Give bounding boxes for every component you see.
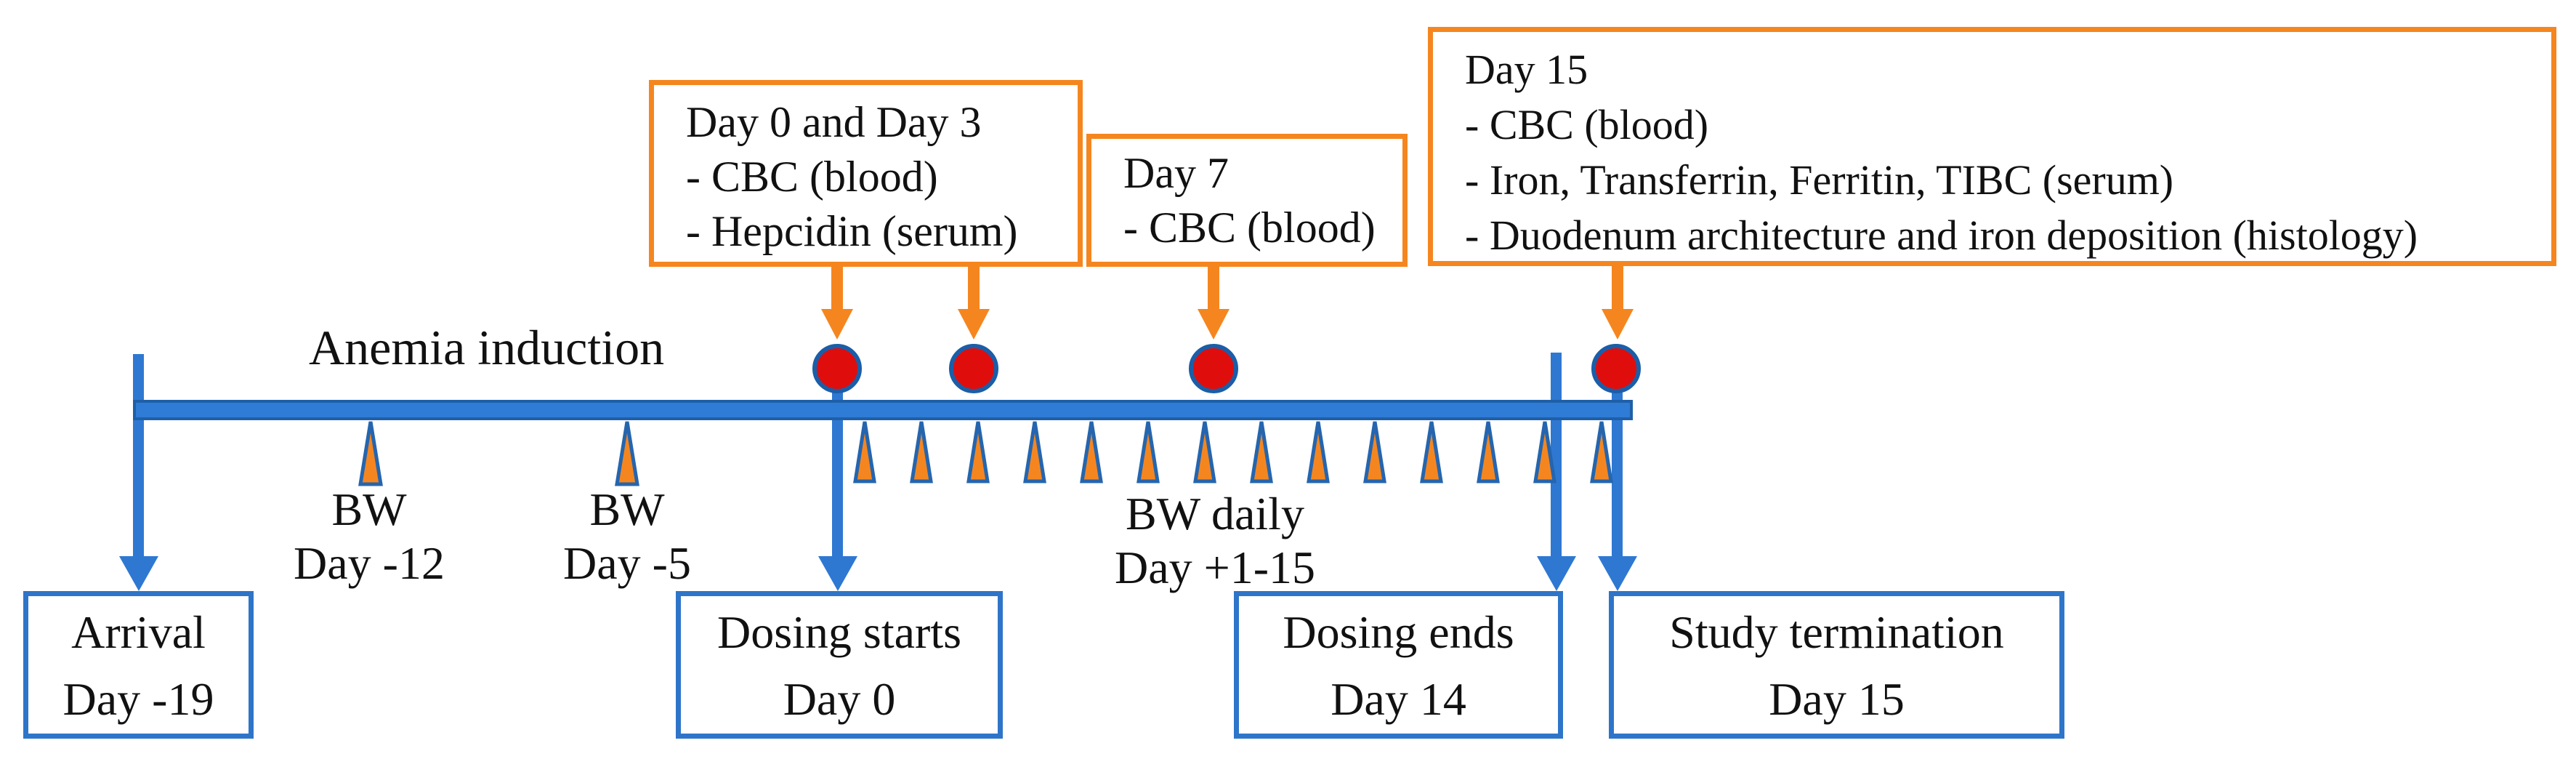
- sample-point-day15: [1591, 344, 1641, 393]
- bw-tick-daily-icon: [1363, 421, 1386, 483]
- bw-tick-daily-icon: [966, 421, 990, 483]
- sample-arrow-day15-icon: [1612, 264, 1623, 309]
- milestone-title: Study termination: [1669, 606, 2004, 658]
- bw-tick-daily-icon: [1420, 421, 1443, 483]
- bw-label-line: Day +1-15: [1114, 542, 1316, 593]
- bw-tick-daily-icon: [910, 421, 933, 483]
- callout-day7: Day 7 - CBC (blood): [1086, 134, 1408, 267]
- sample-arrowhead-day0-icon: [821, 309, 853, 340]
- arrival-arrow-line: [133, 354, 144, 558]
- dosing-starts-arrowhead-icon: [818, 556, 857, 591]
- bw-tick-daily-icon: [1023, 421, 1046, 483]
- bw-label-line: Day -12: [294, 537, 445, 589]
- arrival-arrowhead-icon: [119, 556, 158, 591]
- study-termination-arrowhead-icon: [1598, 556, 1637, 591]
- study-termination-arrow-line: [1612, 393, 1623, 558]
- sample-arrowhead-day7-icon: [1198, 309, 1230, 340]
- callout-day15-item: - Duodenum architecture and iron deposit…: [1465, 212, 2418, 259]
- bw-tick-daily-icon: [1080, 421, 1103, 483]
- milestone-title: Arrival: [71, 606, 206, 658]
- callout-day0-3-title: Day 0 and Day 3: [686, 98, 982, 146]
- bw-tick-daily-icon: [1193, 421, 1216, 483]
- bw-tick-daily-icon: [1533, 421, 1556, 483]
- callout-day15-item: - Iron, Transferrin, Ferritin, TIBC (ser…: [1465, 156, 2174, 204]
- bw-tick-daily-icon: [1250, 421, 1273, 483]
- bw-label-line: BW: [331, 483, 407, 535]
- bw-label-daily: BW daily Day +1-15: [1051, 487, 1378, 595]
- timeline-bar: [133, 400, 1633, 420]
- milestone-dosing-ends: Dosing ends Day 14: [1234, 591, 1563, 739]
- milestone-title: Dosing starts: [717, 606, 961, 658]
- sample-arrowhead-day3-icon: [958, 309, 990, 340]
- bw-label-line: BW: [589, 483, 665, 535]
- bw-label-day-minus12: BW Day -12: [260, 483, 478, 590]
- bw-label-line: BW daily: [1126, 488, 1304, 539]
- sample-arrow-day3-icon: [968, 265, 980, 309]
- callout-day0-and-day3: Day 0 and Day 3 - CBC (blood) - Hepcidin…: [649, 80, 1083, 267]
- milestone-day: Day 14: [1331, 673, 1466, 725]
- milestone-arrival: Arrival Day -19: [23, 591, 254, 739]
- dosing-ends-arrowhead-icon: [1537, 556, 1576, 591]
- sample-arrow-day7-icon: [1208, 267, 1219, 309]
- sample-arrow-day0-icon: [831, 265, 843, 309]
- bw-label-line: Day -5: [563, 537, 691, 589]
- sample-point-day0: [812, 344, 862, 393]
- bw-label-day-minus5: BW Day -5: [518, 483, 736, 590]
- sample-arrowhead-day15-icon: [1602, 309, 1634, 340]
- bw-tick-day-minus12-icon: [358, 421, 383, 486]
- callout-day7-title: Day 7: [1123, 149, 1229, 197]
- sample-point-day3: [949, 344, 998, 393]
- bw-tick-day-minus5-icon: [615, 421, 639, 486]
- bw-tick-daily-icon: [853, 421, 876, 483]
- callout-day0-3-item: - Hepcidin (serum): [686, 207, 1018, 255]
- milestone-title: Dosing ends: [1283, 606, 1514, 658]
- callout-day7-item: - CBC (blood): [1123, 204, 1376, 252]
- bw-tick-daily-icon: [1307, 421, 1330, 483]
- callout-day15-item: - CBC (blood): [1465, 101, 1709, 148]
- milestone-day: Day 15: [1769, 673, 1905, 725]
- phase-label-anemia-induction: Anemia induction: [309, 320, 665, 375]
- bw-tick-daily-icon: [1136, 421, 1160, 483]
- milestone-day: Day 0: [783, 673, 896, 725]
- milestone-day: Day -19: [62, 673, 214, 725]
- bw-tick-daily-icon: [1477, 421, 1500, 483]
- milestone-dosing-starts: Dosing starts Day 0: [676, 591, 1003, 739]
- callout-day15: Day 15 - CBC (blood) - Iron, Transferrin…: [1428, 27, 2556, 266]
- bw-tick-daily-icon: [1590, 421, 1613, 483]
- callout-day15-title: Day 15: [1465, 46, 1588, 93]
- sample-point-day7: [1189, 344, 1238, 393]
- callout-day0-3-item: - CBC (blood): [686, 153, 938, 201]
- milestone-study-termination: Study termination Day 15: [1609, 591, 2064, 739]
- dosing-starts-arrow-line: [832, 393, 843, 558]
